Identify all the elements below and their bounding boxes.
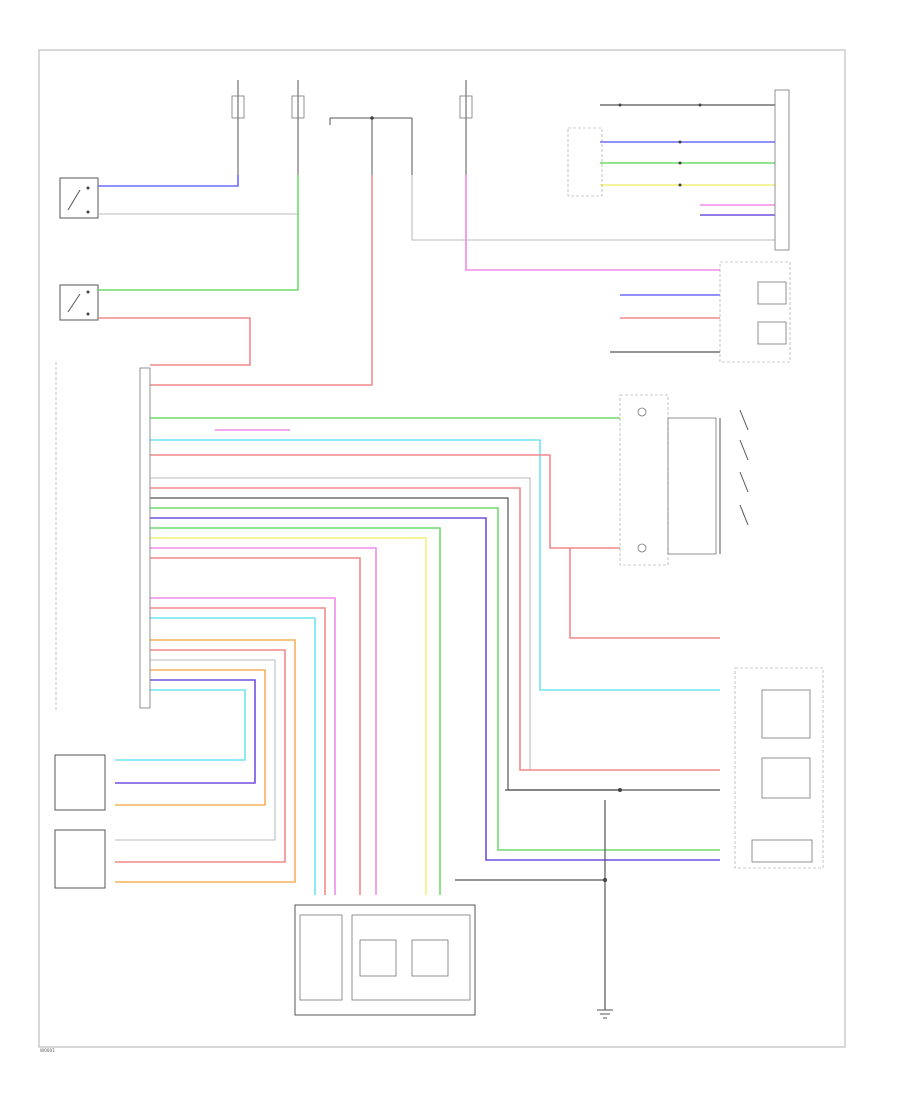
wire-green-abs-3 <box>150 527 441 895</box>
wire-cyan-loop <box>115 689 246 761</box>
throttle-position-sensor <box>294 904 476 1016</box>
wire-gray-loop <box>115 659 276 841</box>
wire-gray-long <box>411 175 775 241</box>
fuse-box-3 <box>459 95 473 119</box>
wire-red-brake <box>98 317 251 366</box>
wire-harness <box>98 104 775 1010</box>
wire-blue-stop-lamp <box>98 175 239 187</box>
meter-indicator-1 <box>757 281 787 305</box>
sensor-element-2 <box>411 939 449 977</box>
wire-red-pressure <box>569 548 720 639</box>
wire-gray-stop-lamp <box>98 175 299 215</box>
wire-orange-loop-2 <box>115 669 266 806</box>
throttle-sensor-box <box>294 904 476 1016</box>
wire-red-lower <box>150 607 326 895</box>
wire-orange-loop-1 <box>115 639 296 883</box>
wire-red-loop-1 <box>115 649 286 863</box>
throttle-actuator <box>734 667 824 869</box>
stop-lamp-switch-box <box>59 177 99 219</box>
splice-points <box>370 116 682 882</box>
abs-connector-strip <box>139 367 151 709</box>
actuator-box <box>734 667 824 869</box>
wire-yellow-abs <box>150 537 427 895</box>
left-sensor-block <box>54 754 106 889</box>
wire-cyan-lower <box>150 617 316 895</box>
steering-switch-box <box>667 417 717 555</box>
wire-green-brake <box>98 175 299 291</box>
wire-red-abs-2 <box>150 487 720 771</box>
footer-code: W0001 <box>40 1048 55 1053</box>
spiral-cable-box <box>619 394 669 566</box>
transmission-connector <box>774 89 790 251</box>
combination-meter-box <box>719 261 791 363</box>
power-supply-group <box>231 80 473 175</box>
sensor-element-1 <box>359 939 397 977</box>
wire-pink-abs <box>150 547 377 895</box>
fuse-box-1 <box>231 95 245 119</box>
wire-gray-abs <box>150 477 720 771</box>
wire-purple-loop <box>115 679 256 784</box>
wire-purple-abs <box>150 517 720 861</box>
wire-pink-lower <box>150 597 336 895</box>
wire-pink-fuse3 <box>465 175 720 271</box>
transmission-module <box>567 89 790 251</box>
transmission-box-a <box>567 127 603 197</box>
wire-black-abs <box>150 497 720 791</box>
sensor-block-bottom <box>54 829 106 889</box>
fuse-box-2 <box>291 95 305 119</box>
throttle-sensor-sub <box>351 914 471 1001</box>
combination-meter <box>719 261 791 363</box>
brake-switch <box>59 284 99 321</box>
wire-red-power <box>150 175 373 386</box>
meter-indicator-2 <box>757 321 787 345</box>
diagram-frame <box>38 49 846 1048</box>
spiral-cable <box>619 394 749 566</box>
actuator-sensor-1 <box>761 689 811 739</box>
throttle-motor-sub <box>299 914 343 1001</box>
wire-cyan-abs <box>150 439 720 691</box>
wire-red-abs-3 <box>150 557 361 895</box>
brake-switch-box <box>59 284 99 321</box>
wire-green-abs-2 <box>150 507 720 851</box>
actuator-motor <box>751 839 813 863</box>
wire-red-abs-1 <box>150 454 620 549</box>
actuator-sensor-2 <box>761 757 811 799</box>
stop-lamp-switch <box>59 177 99 219</box>
ground-symbol <box>597 1009 613 1019</box>
sensor-block-top <box>54 754 106 811</box>
